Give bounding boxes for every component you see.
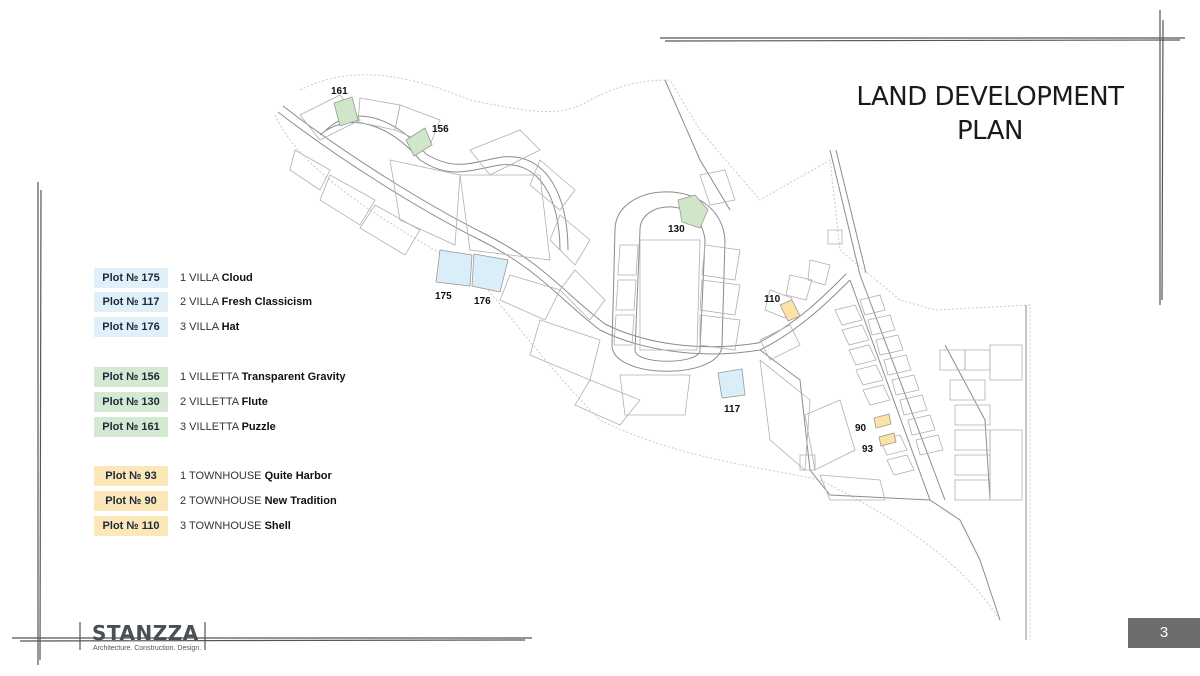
plot-type: 3 TOWNHOUSE — [180, 520, 265, 532]
label-93: 93 — [862, 444, 874, 455]
plot-description: 2 VILLETTA Flute — [180, 396, 268, 408]
plot-description: 3 VILLETTA Puzzle — [180, 421, 276, 433]
legend-row-110: Plot № 110 3 TOWNHOUSE Shell — [94, 516, 291, 536]
legend-row-161: Plot № 161 3 VILLETTA Puzzle — [94, 417, 276, 437]
plot-name: New Tradition — [264, 495, 337, 507]
plot-tag: Plot № 117 — [94, 292, 168, 312]
plot-90-area — [873, 413, 892, 429]
plot-type: 2 VILLETTA — [180, 396, 242, 408]
frame-lines — [12, 10, 1185, 665]
plot-156-area — [405, 127, 433, 157]
plot-tag: Plot № 93 — [94, 466, 168, 486]
plot-tag: Plot № 90 — [94, 491, 168, 511]
label-90: 90 — [855, 423, 867, 434]
plot-130-area — [677, 194, 709, 229]
plot-name: Hat — [221, 321, 240, 333]
site-boundary — [299, 74, 1031, 640]
plot-labels: 161 156 130 175 176 117 110 90 93 — [331, 86, 874, 455]
page-number: 3 — [1128, 618, 1200, 648]
highlighted-plots — [333, 96, 897, 447]
legend-row-117: Plot № 117 2 VILLA Fresh Classicism — [94, 292, 312, 312]
plot-tag: Plot № 130 — [94, 392, 168, 412]
stanzza-logo: STANZZA — [92, 621, 199, 645]
label-156: 156 — [432, 124, 449, 135]
plot-name: Cloud — [221, 272, 253, 284]
logo-tagline: Architecture. Construction. Design. — [93, 645, 202, 652]
plot-type: 3 VILLETTA — [180, 421, 242, 433]
plot-type: 1 VILLETTA — [180, 371, 242, 383]
legend-row-156: Plot № 156 1 VILLETTA Transparent Gravit… — [94, 367, 346, 387]
plot-110-area — [779, 299, 801, 322]
site-boundary-south — [274, 114, 1001, 621]
legend-row-176: Plot № 176 3 VILLA Hat — [94, 317, 239, 337]
plot-name: Puzzle — [241, 421, 276, 433]
legend-row-175: Plot № 175 1 VILLA Cloud — [94, 268, 253, 288]
plot-type: 2 TOWNHOUSE — [180, 495, 265, 507]
legend-row-93: Plot № 93 1 TOWNHOUSE Quite Harbor — [94, 466, 332, 486]
plot-description: 3 TOWNHOUSE Shell — [180, 520, 291, 532]
page-title: LAND DEVELOPMENT PLAN — [820, 80, 1160, 148]
plot-tag: Plot № 156 — [94, 367, 168, 387]
label-130: 130 — [668, 224, 685, 235]
label-161: 161 — [331, 86, 348, 97]
plot-176-area — [471, 253, 509, 293]
label-176: 176 — [474, 296, 491, 307]
plot-161-area — [333, 96, 359, 127]
plot-description: 1 TOWNHOUSE Quite Harbor — [180, 470, 332, 482]
title-line-2: PLAN — [957, 116, 1024, 146]
plot-117-area — [717, 368, 746, 399]
plot-type: 1 VILLA — [180, 272, 222, 284]
plot-name: Shell — [264, 520, 291, 532]
lots — [289, 94, 1023, 501]
plot-description: 3 VILLA Hat — [180, 321, 239, 333]
plot-description: 2 VILLA Fresh Classicism — [180, 296, 312, 308]
title-line-1: LAND DEVELOPMENT — [856, 82, 1124, 112]
plot-description: 2 TOWNHOUSE New Tradition — [180, 495, 337, 507]
plot-name: Quite Harbor — [264, 470, 332, 482]
roads — [277, 79, 1027, 640]
legend-row-90: Plot № 90 2 TOWNHOUSE New Tradition — [94, 491, 337, 511]
plot-tag: Plot № 175 — [94, 268, 168, 288]
plot-name: Transparent Gravity — [241, 371, 346, 383]
label-110: 110 — [764, 294, 781, 305]
plot-name: Fresh Classicism — [221, 296, 313, 308]
plot-type: 3 VILLA — [180, 321, 222, 333]
label-175: 175 — [435, 291, 452, 302]
label-117: 117 — [724, 404, 741, 415]
plot-name: Flute — [241, 396, 268, 408]
plot-tag: Plot № 161 — [94, 417, 168, 437]
legend-row-130: Plot № 130 2 VILLETTA Flute — [94, 392, 268, 412]
plot-type: 1 TOWNHOUSE — [180, 470, 265, 482]
plot-description: 1 VILLETTA Transparent Gravity — [180, 371, 346, 383]
plot-175-area — [435, 249, 473, 287]
plot-93-area — [878, 432, 897, 447]
plot-tag: Plot № 110 — [94, 516, 168, 536]
plot-description: 1 VILLA Cloud — [180, 272, 253, 284]
plot-type: 2 VILLA — [180, 296, 222, 308]
plot-tag: Plot № 176 — [94, 317, 168, 337]
